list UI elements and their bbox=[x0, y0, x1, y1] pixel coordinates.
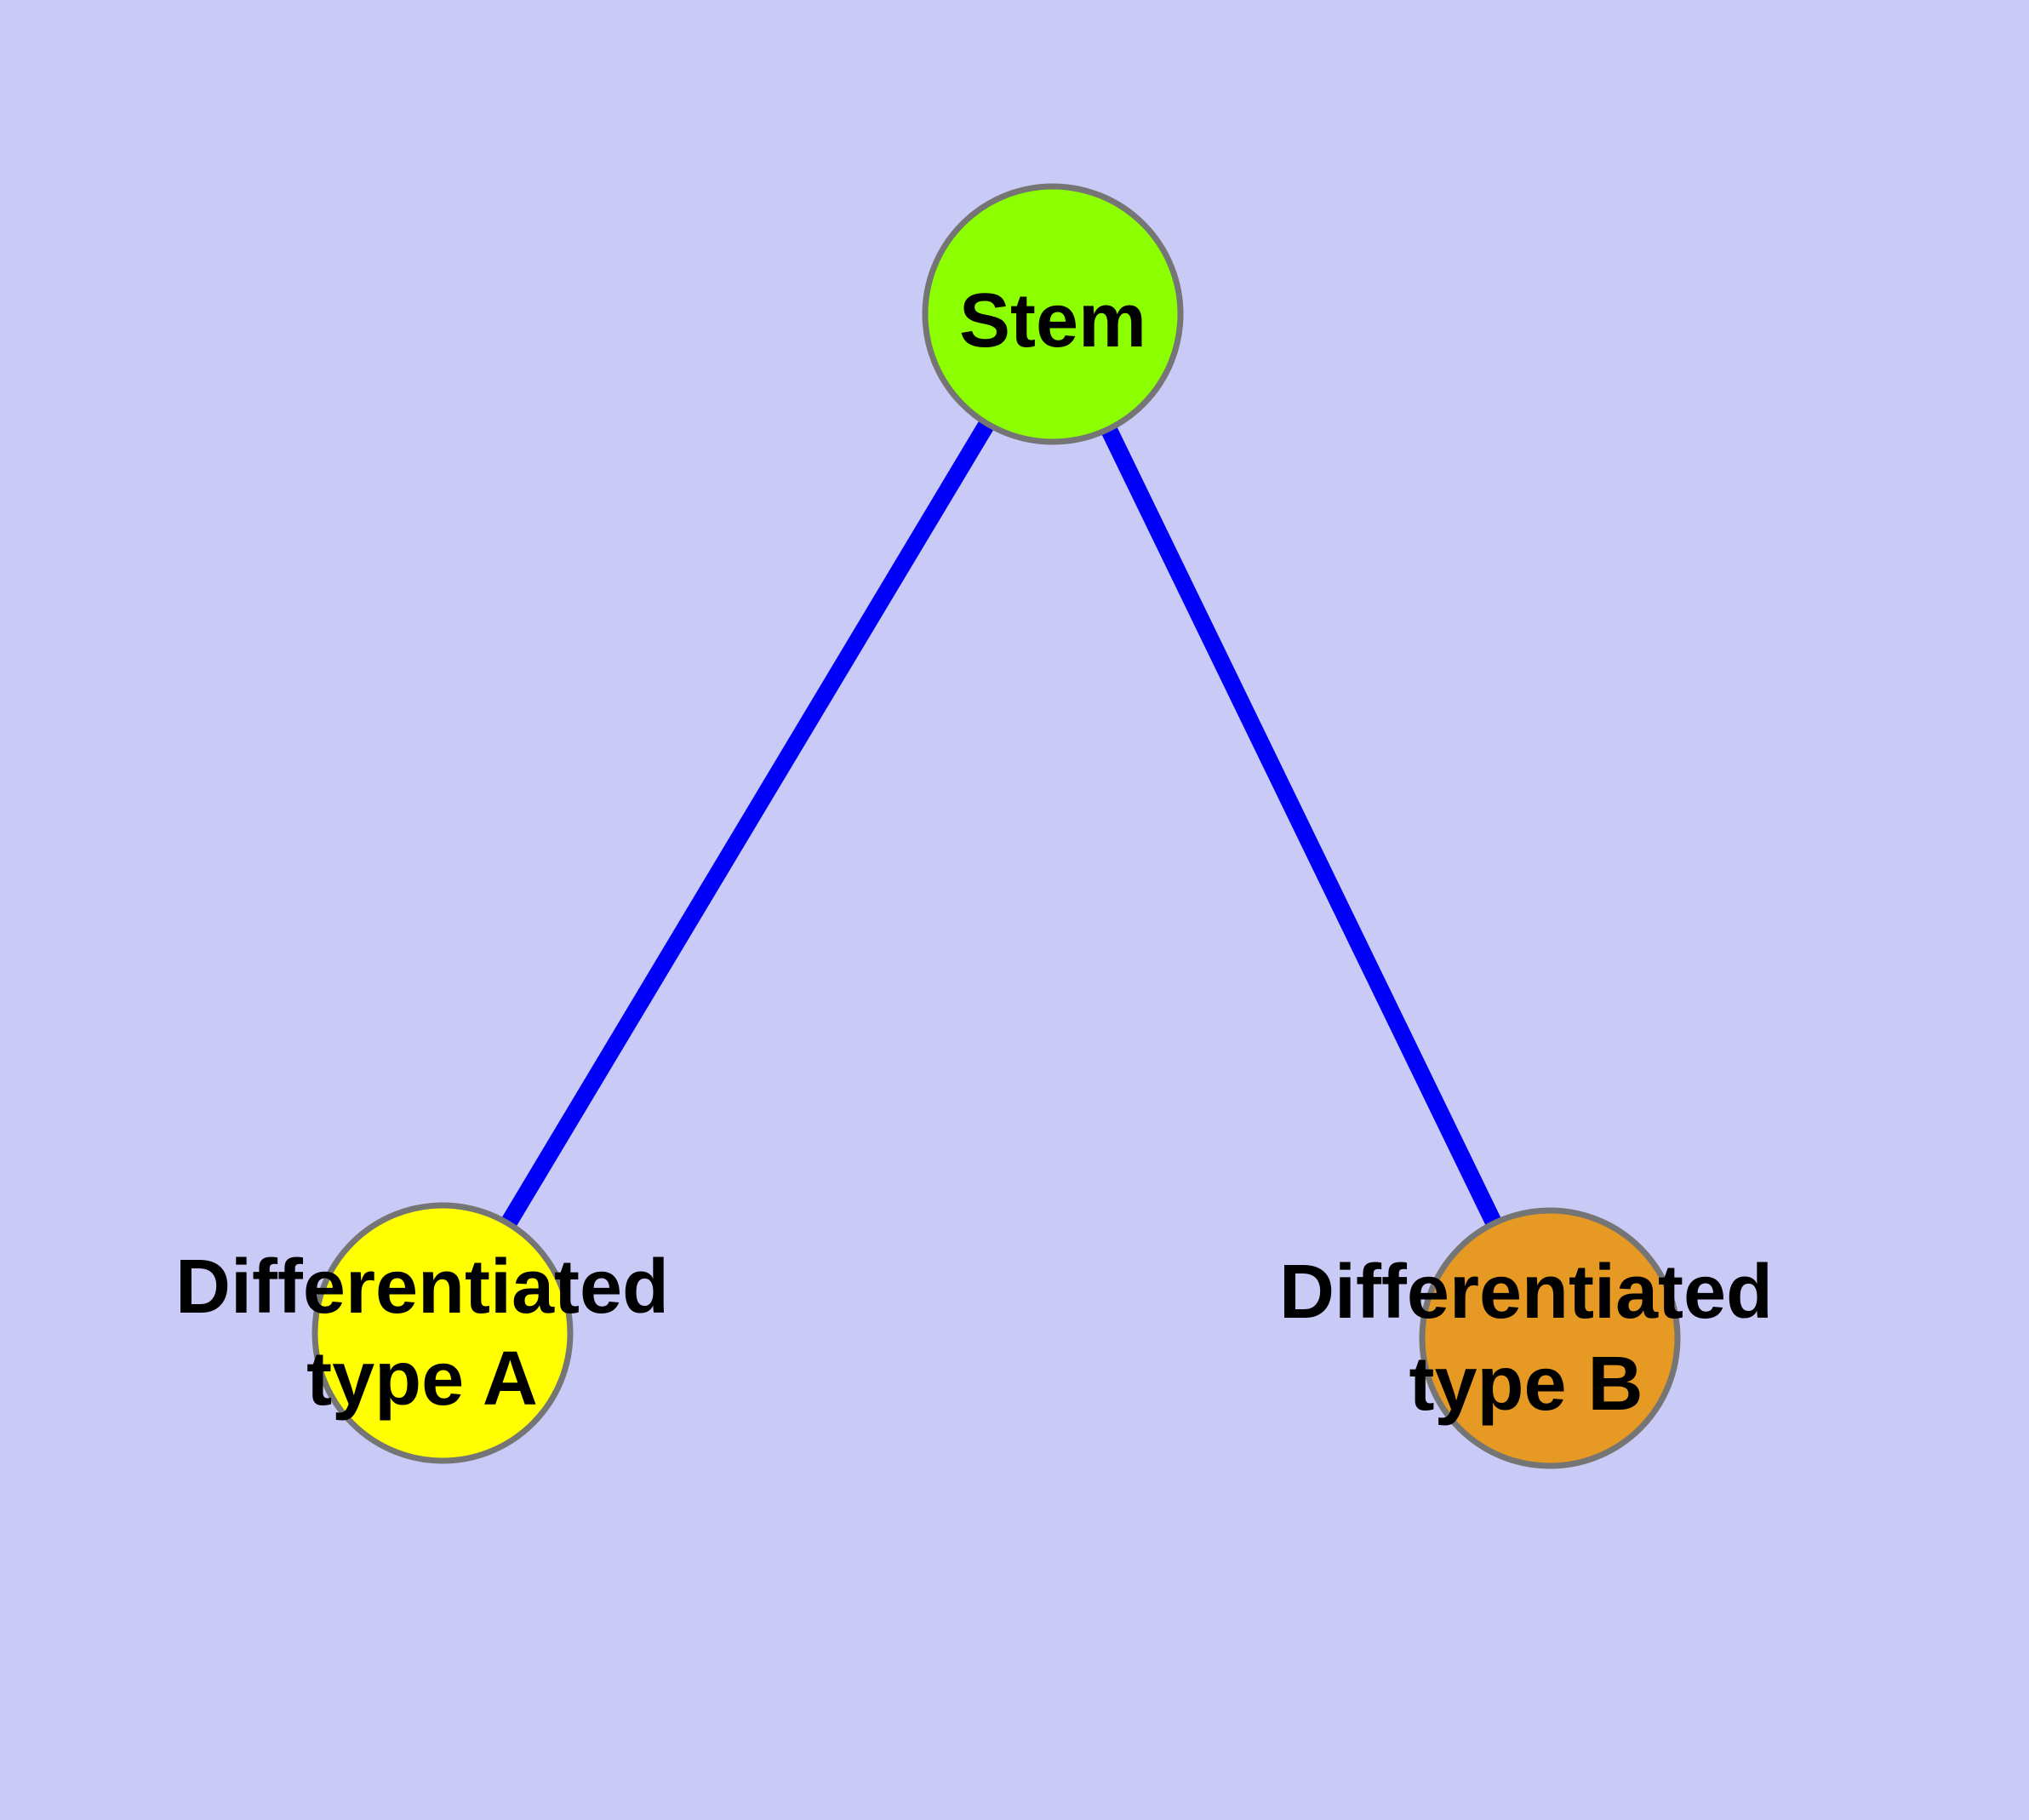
node-type-b-label: Differentiated type B bbox=[1279, 1250, 1773, 1427]
node-type-b-label-line1: Differentiated bbox=[1279, 1250, 1773, 1335]
node-type-b-label-line2: type B bbox=[1409, 1342, 1643, 1427]
edge-stem-to-type-b bbox=[1045, 310, 1557, 1342]
node-stem-label: Stem bbox=[959, 278, 1146, 363]
node-type-a-label: Differentiated type A bbox=[175, 1245, 669, 1422]
node-type-a-label-line2: type A bbox=[306, 1336, 538, 1422]
node-stem-circle bbox=[922, 183, 1184, 445]
edge-stem-to-type-a bbox=[435, 309, 1060, 1338]
node-type-b-circle bbox=[1419, 1207, 1681, 1469]
node-type-a-label-line1: Differentiated bbox=[175, 1245, 669, 1330]
node-type-a-circle bbox=[311, 1202, 574, 1464]
